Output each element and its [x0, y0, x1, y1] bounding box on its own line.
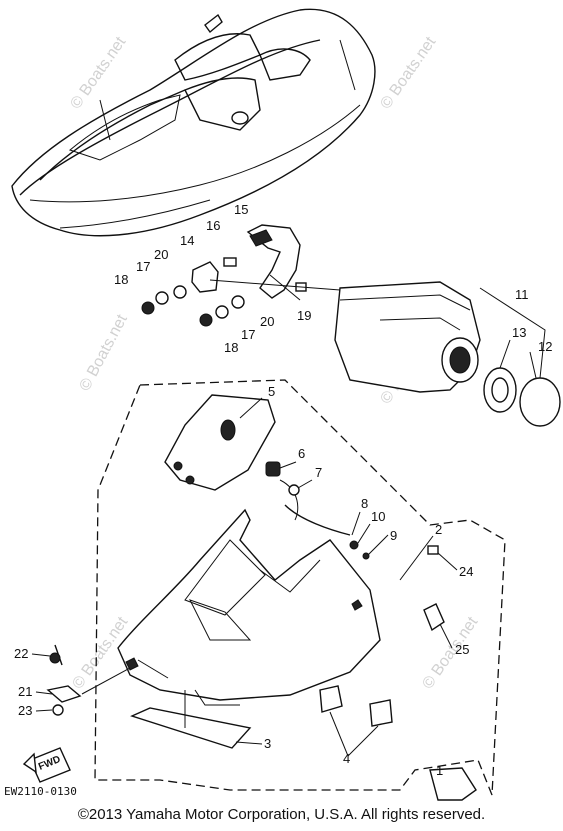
callout-18-left: 18 — [114, 272, 128, 287]
bracket-25 — [423, 603, 445, 632]
strip-part — [130, 707, 252, 749]
callout-23: 23 — [18, 703, 32, 718]
watercraft-hull — [11, 8, 376, 237]
callout-6: 6 — [298, 446, 305, 461]
callout-22: 22 — [14, 646, 28, 661]
callout-11: 11 — [515, 287, 529, 302]
callout-4: 4 — [343, 751, 350, 766]
callout-25: 25 — [455, 642, 469, 657]
watermark-6: © Boats.net — [419, 613, 481, 692]
callout-20-right: 20 — [260, 314, 274, 329]
callout-7: 7 — [315, 465, 322, 480]
cover-plate — [164, 394, 370, 560]
callout-19: 19 — [297, 308, 311, 323]
callout-3: 3 — [264, 736, 271, 751]
callout-21: 21 — [18, 684, 32, 699]
watermark-1: © Boats.net — [67, 33, 129, 112]
pad-right — [369, 699, 393, 727]
watermark-3: © Boats.net — [77, 311, 132, 393]
callout-24: 24 — [459, 564, 473, 579]
callout-8: 8 — [361, 496, 368, 511]
callout-16: 16 — [206, 218, 220, 233]
callout-10: 10 — [371, 509, 385, 524]
callout-18-right: 18 — [224, 340, 238, 355]
assembly-boundary — [94, 379, 506, 796]
callout-13: 13 — [512, 325, 526, 340]
callout-14: 14 — [180, 233, 194, 248]
hood — [117, 508, 439, 706]
diagram-code: EW2110-0130 — [4, 785, 77, 798]
callout-12: 12 — [538, 339, 552, 354]
watermark-2: © Boats.net — [377, 33, 439, 112]
callout-9: 9 — [390, 528, 397, 543]
leader-lines — [31, 339, 537, 745]
copyright-notice: ©2013 Yamaha Motor Corporation, U.S.A. A… — [77, 806, 486, 823]
callout-2: 2 — [435, 522, 442, 537]
callout-17-right: 17 — [241, 327, 255, 342]
end-cap-1 — [429, 767, 477, 801]
bracket-assembly — [141, 224, 341, 327]
callout-1: 1 — [436, 763, 443, 778]
pole-cover-assembly — [334, 281, 561, 427]
callout-15: 15 — [234, 202, 248, 217]
pad-left — [319, 685, 343, 713]
lever-assembly — [46, 644, 131, 716]
callout-5: 5 — [268, 384, 275, 399]
callout-labels: 1 2 3 4 5 6 7 8 9 10 11 12 13 14 15 16 1… — [14, 202, 552, 778]
fwd-arrow: FWD — [22, 747, 71, 783]
callout-20-left: 20 — [154, 247, 168, 262]
callout-17-left: 17 — [136, 259, 150, 274]
